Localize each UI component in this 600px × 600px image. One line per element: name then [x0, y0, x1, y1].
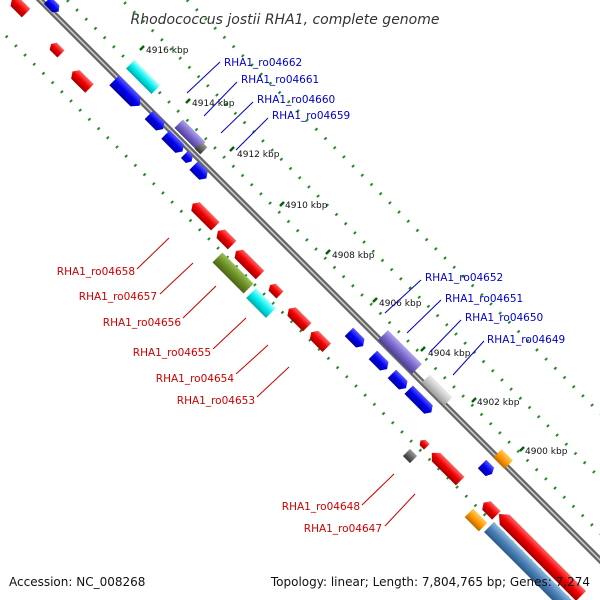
- gene-red-b: [71, 70, 94, 93]
- gene-cyan-4662: [126, 60, 160, 94]
- gene-blue-f: [368, 350, 389, 371]
- kbp-label: 4916 kbp: [146, 46, 189, 56]
- gene-blue-d: [180, 150, 193, 163]
- gene-blue-c: [161, 130, 184, 153]
- reverse-leaders: [136, 237, 416, 527]
- topology-text: Topology: linear; Length: 7,804,765 bp; …: [270, 575, 590, 589]
- gene-label[interactable]: RHA1_ro04647: [304, 523, 382, 535]
- gene-blue-4652: [344, 327, 365, 348]
- gene-red-4653: [309, 330, 332, 353]
- gene-olive-4656: [212, 252, 254, 294]
- gene-label[interactable]: RHA1_ro04660: [257, 94, 335, 106]
- gene-label[interactable]: RHA1_ro04656: [103, 317, 182, 329]
- gene-red-4658: [191, 202, 220, 231]
- gene-cyan-4655: [246, 288, 276, 318]
- gene-label[interactable]: RHA1_ro04654: [156, 373, 235, 385]
- gene-purple-4651: [378, 330, 422, 374]
- forward-leaders: [186, 61, 485, 376]
- gene-red-a: [49, 42, 65, 58]
- map-title: Rhodococcus jostii RHA1, complete genome: [130, 12, 439, 28]
- kbp-label: 4914 kbp: [192, 99, 235, 109]
- reverse-labels: RHA1_ro04658 RHA1_ro04657 RHA1_ro04656 R…: [57, 266, 382, 535]
- gene-red-e: [482, 501, 501, 520]
- forward-genes: [43, 0, 576, 600]
- gene-label[interactable]: RHA1_ro04648: [282, 501, 360, 513]
- gene-label[interactable]: RHA1_ro04659: [272, 110, 350, 122]
- gene-red-d: [268, 283, 284, 299]
- gene-label[interactable]: RHA1_ro04658: [57, 266, 135, 278]
- gene-label[interactable]: RHA1_ro04651: [445, 293, 523, 305]
- gene-blue-i: [477, 459, 495, 477]
- gene-grey-4659: [194, 141, 208, 155]
- gene-red-c: [234, 249, 265, 280]
- gene-blue-h: [404, 385, 433, 414]
- gene-red-small: [419, 439, 430, 450]
- accession-text: Accession: NC_008268: [9, 575, 145, 589]
- gene-orange-a: [493, 449, 513, 469]
- kbp-ticks: [139, 45, 525, 452]
- kbp-label: 4902 kbp: [477, 398, 520, 408]
- gene-label[interactable]: RHA1_ro04653: [177, 395, 255, 407]
- reverse-genes: [10, 0, 586, 600]
- gene-label[interactable]: RHA1_ro04649: [487, 334, 565, 346]
- gene-red-4654: [287, 307, 312, 332]
- gene-red-top: [10, 0, 31, 18]
- gene-blue-g: [387, 369, 408, 390]
- gene-purple-4660: [174, 119, 206, 151]
- kbp-label: 4912 kbp: [237, 150, 280, 160]
- forward-labels: RHA1_ro04662 RHA1_ro04661 RHA1_ro04660 R…: [224, 57, 565, 346]
- gene-label[interactable]: RHA1_ro04650: [465, 312, 543, 324]
- kbp-label: 4900 kbp: [525, 447, 568, 457]
- gene-blue-b: [144, 110, 165, 131]
- gene-label[interactable]: RHA1_ro04661: [241, 74, 319, 86]
- gene-blue-e: [189, 161, 208, 180]
- kbp-label: 4906 kbp: [379, 299, 422, 309]
- kbp-labels: 4916 kbp 4914 kbp 4912 kbp 4910 kbp 4908…: [146, 46, 568, 457]
- gene-red-4647: [431, 452, 465, 486]
- gene-red-big: [498, 513, 586, 600]
- gene-label[interactable]: RHA1_ro04657: [79, 291, 157, 303]
- gene-label[interactable]: RHA1_ro04662: [224, 57, 302, 69]
- gene-blue-a: [109, 75, 141, 107]
- gene-grey-4648: [402, 448, 418, 464]
- gene-blue-top: [43, 0, 60, 13]
- gene-label[interactable]: RHA1_ro04652: [425, 272, 503, 284]
- kbp-label: 4904 kbp: [428, 349, 471, 359]
- gene-steel: [484, 522, 576, 600]
- kbp-label: 4908 kbp: [332, 251, 375, 261]
- gene-red-4657: [216, 229, 237, 250]
- gene-lightgrey-4649: [421, 374, 453, 406]
- gene-orange-b: [464, 508, 488, 532]
- gene-label[interactable]: RHA1_ro04655: [133, 347, 211, 359]
- kbp-label: 4910 kbp: [285, 201, 328, 211]
